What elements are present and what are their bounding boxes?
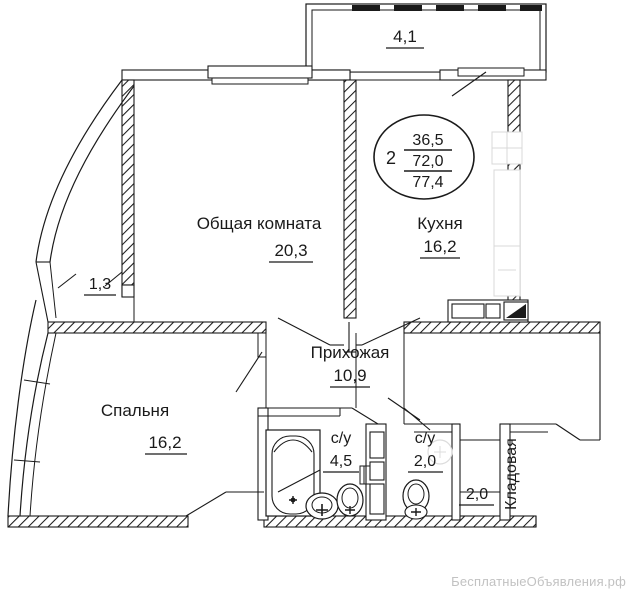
- bathroom-wc-name: с/у: [415, 430, 435, 447]
- pantry-area: 2,0: [466, 486, 488, 503]
- room-label-balcony: 4,1: [386, 27, 424, 49]
- bathroom-fixtures: [265, 429, 453, 520]
- pantry-name: Кладовая: [503, 438, 520, 510]
- room-label-living-room: Общая комната 20,3: [197, 214, 322, 263]
- badge-total-area: 72,0: [412, 153, 443, 170]
- kitchen-area: 16,2: [423, 237, 456, 256]
- room-label-kitchen: Кухня 16,2: [417, 214, 463, 259]
- balcony-area: 4,1: [393, 27, 417, 46]
- hallway-area: 10,9: [333, 366, 366, 385]
- hallway-outline: [265, 333, 405, 424]
- bedroom-area: 16,2: [148, 433, 181, 452]
- badge-living-area: 36,5: [412, 132, 443, 149]
- kitchen-fittings: [447, 299, 529, 323]
- badge-total-with-balcony: 77,4: [412, 174, 443, 191]
- bathroom-wc-area: 2,0: [414, 453, 436, 470]
- bathroom-main-area: 4,5: [330, 453, 352, 470]
- badge-rooms-count: 2: [386, 148, 396, 168]
- room-label-hallway: Прихожая 10,9: [311, 343, 390, 388]
- room-label-bathroom-wc: с/у 2,0: [408, 430, 443, 473]
- living-room-name: Общая комната: [197, 214, 322, 233]
- curved-exterior-wall: [7, 79, 135, 517]
- room-label-bedroom: Спальня 16,2: [101, 401, 187, 455]
- balcony-outline: [305, 3, 547, 73]
- top-wall-band: [121, 65, 547, 97]
- summary-badge: 2 36,5 72,0 77,4: [373, 114, 475, 200]
- bedroom-name: Спальня: [101, 401, 169, 420]
- door-leaders: [57, 271, 431, 517]
- hallway-name: Прихожая: [311, 343, 390, 362]
- living-room-area: 20,3: [274, 241, 307, 260]
- room-label-bathroom-main: с/у 4,5: [323, 430, 359, 473]
- loggia-small-area: 1,3: [89, 276, 111, 293]
- room-label-loggia-small: 1,3: [84, 276, 116, 296]
- bathroom-main-name: с/у: [331, 430, 351, 447]
- kitchen-right-fixtures: [491, 131, 523, 297]
- room-label-pantry: 2,0 Кладовая: [459, 438, 520, 510]
- watermark: БесплатныеОбъявления.рф: [451, 574, 626, 589]
- kitchen-name: Кухня: [417, 214, 463, 233]
